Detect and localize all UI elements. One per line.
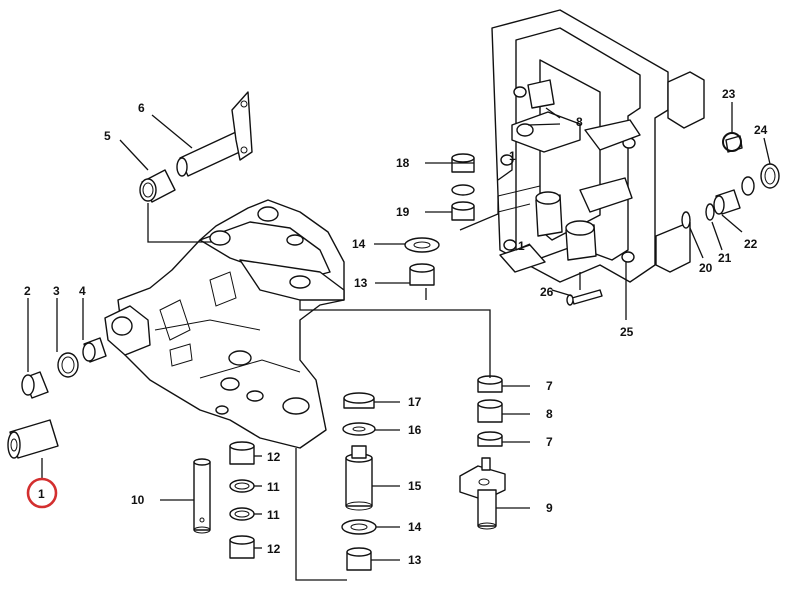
callout-13-a: 13	[354, 276, 368, 290]
ring-11-a	[229, 479, 255, 493]
callout-19: 18	[396, 156, 410, 170]
bolt-26	[566, 289, 603, 306]
callout-2: 2	[24, 284, 31, 298]
callout-14-a: 14	[352, 237, 366, 251]
fitting-23	[725, 135, 755, 196]
callout-13-b: 13	[408, 553, 422, 567]
callout-25: 25	[620, 325, 634, 339]
callout-9: 9	[546, 501, 553, 515]
ring-11-b	[229, 507, 255, 521]
callout-22: 22	[744, 237, 758, 251]
callout-6: 6	[138, 101, 145, 115]
washer-14-top	[404, 237, 440, 253]
callout-24: 24	[754, 123, 768, 137]
callout-21: 21	[718, 251, 732, 265]
shaft-15	[345, 445, 373, 511]
callout-15: 15	[408, 479, 422, 493]
pin-1	[7, 419, 59, 459]
bushing-13-bottom	[346, 547, 372, 571]
callout-1-frame-a: 1	[509, 149, 516, 163]
callout-16: 16	[408, 423, 422, 437]
callout-17: 17	[408, 395, 422, 409]
bushing-13-top	[409, 263, 435, 286]
bushing-12-bottom	[229, 535, 255, 559]
washer-16	[342, 422, 376, 436]
callout-12-b: 12	[267, 542, 281, 556]
callout-20: 20	[699, 261, 713, 275]
bushing-4	[82, 337, 107, 363]
bushing-2	[21, 371, 49, 399]
callout-4: 4	[79, 284, 86, 298]
leader-lines	[27, 102, 771, 581]
callout-10: 10	[131, 493, 145, 507]
nut-17	[343, 392, 375, 409]
pin-10	[193, 458, 211, 534]
callout-3: 3	[53, 284, 60, 298]
callout-8-b: 8	[546, 407, 553, 421]
callout-1: 1	[38, 487, 45, 501]
callout-1-highlight-circle	[26, 477, 58, 509]
bushing-7-top	[477, 375, 503, 393]
ring-19	[451, 184, 475, 196]
callout-7-a: 7	[546, 379, 553, 393]
oring-20	[681, 211, 691, 229]
callout-1-frame-b: 1	[518, 239, 525, 253]
main-housing	[104, 199, 345, 449]
callout-18: 19	[396, 205, 410, 219]
bushing-8	[477, 399, 503, 423]
pin-9	[459, 457, 506, 530]
bushing-3	[57, 352, 79, 378]
callout-5: 5	[104, 129, 111, 143]
shaft-6	[176, 91, 253, 177]
callout-23: 23	[722, 87, 736, 101]
oring-21	[705, 203, 715, 221]
callout-26: 26	[540, 285, 554, 299]
callout-12-a: 12	[267, 450, 281, 464]
ring-24	[760, 163, 780, 189]
bushing-22	[713, 189, 741, 215]
bushing-12-top	[229, 441, 255, 465]
frame-assembly	[491, 9, 705, 283]
washer-14-bottom	[341, 519, 377, 535]
callout-8-a: 8	[576, 115, 583, 129]
callout-11-b: 11	[267, 508, 280, 522]
callout-7-b: 7	[546, 435, 553, 449]
bushing-18	[451, 201, 475, 221]
callout-labels: 2 3 4 5 6 10 12 11 11 12 17 16 15 14 13 …	[24, 87, 768, 567]
callout-14-b: 14	[408, 520, 422, 534]
callout-23-ring	[722, 132, 742, 152]
bushing-19	[451, 153, 475, 173]
callout-11-a: 11	[267, 480, 280, 494]
bushing-5	[139, 169, 176, 203]
bushing-7-bottom	[477, 431, 503, 447]
